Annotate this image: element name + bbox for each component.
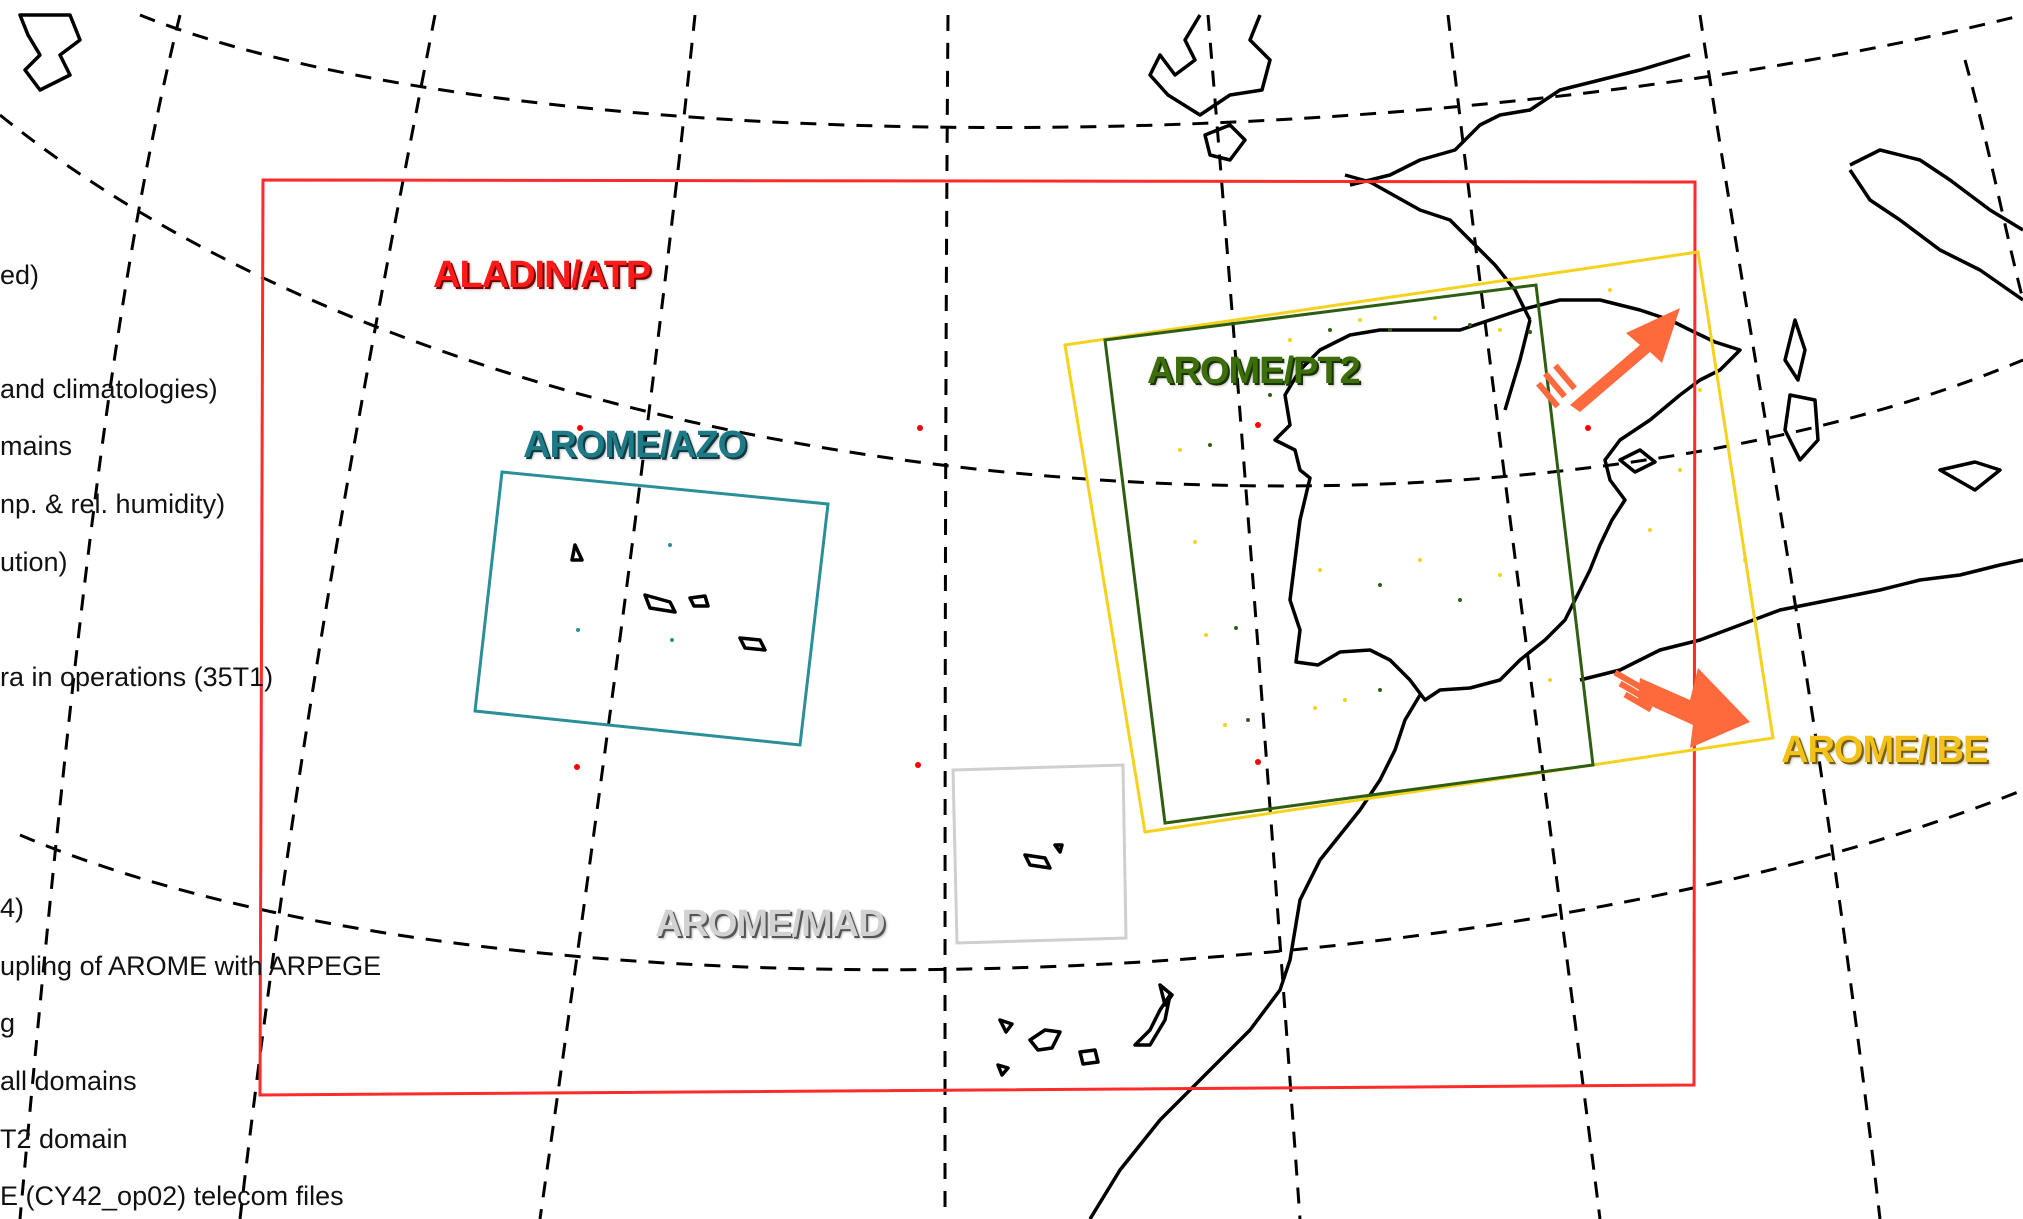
azores-island <box>570 543 584 562</box>
iceland-coast <box>18 13 82 92</box>
parallel-line <box>139 13 2023 129</box>
ibe-domain-label: AROME/IBE <box>1781 729 1988 771</box>
azo-domain-label: AROME/AZO <box>523 424 747 466</box>
meridian-line <box>18 14 182 1219</box>
bay-of-biscay-coast <box>1503 319 1532 411</box>
ibe-domain-box <box>1063 250 1775 834</box>
mad-domain-box <box>951 763 1128 945</box>
atp-domain-box <box>258 178 1697 1097</box>
meridian-line <box>1446 14 1602 1219</box>
africa-north-coast <box>1579 558 2023 682</box>
canary-island <box>1078 1048 1100 1066</box>
side-text-line: mains <box>0 431 73 461</box>
iberia-coast <box>1273 298 1742 702</box>
side-text-line: T2 domain <box>0 1124 128 1154</box>
meridian-line <box>1963 59 2023 301</box>
graticule <box>0 13 2023 1219</box>
british-isles-coast <box>1148 14 1272 117</box>
azores-island <box>688 594 710 608</box>
azores-island <box>738 636 767 652</box>
station-dots <box>574 288 1757 770</box>
parallel-line <box>19 788 2023 972</box>
parallel-line <box>0 113 2023 488</box>
balearic-islands <box>1618 448 1657 474</box>
side-text-line: ed) <box>0 260 40 290</box>
azo-domain-box <box>473 470 830 747</box>
corsica-coast <box>1783 318 1807 382</box>
side-text-line: and climatologies) <box>0 374 218 404</box>
meridian-line <box>238 14 437 1219</box>
mad-domain-label: AROME/MAD <box>655 903 886 945</box>
domain-boxes <box>258 178 1775 1097</box>
expand-east-arrow <box>1613 668 1750 748</box>
pt2-domain-label: AROME/PT2 <box>1147 350 1361 392</box>
sicily-coast <box>1938 460 2002 492</box>
meridian-line <box>1206 14 1302 1219</box>
side-text-line: np. & rel. humidity) <box>0 489 226 519</box>
italy-coast <box>1848 169 2023 302</box>
side-text-line: 4) <box>0 893 25 923</box>
side-text-line: all domains <box>0 1066 137 1096</box>
expand-northeast-arrow <box>1536 308 1680 412</box>
brittany-coast <box>1344 173 1532 321</box>
africa-west-coast <box>1088 694 1422 1219</box>
canary-island <box>1028 1028 1062 1052</box>
side-text-line: g <box>0 1008 16 1038</box>
coastlines <box>18 13 2023 1219</box>
italy-coast-inner <box>1849 148 2023 232</box>
side-text-line: E (CY42_op02) telecom files <box>0 1181 344 1211</box>
canary-island <box>998 1018 1014 1034</box>
meridian-line <box>1698 14 1882 1219</box>
side-text-line: upling of AROME with ARPEGE <box>0 951 382 981</box>
meridian-line <box>943 14 950 1219</box>
side-text-line: ution) <box>0 547 68 577</box>
azores-island <box>643 593 677 614</box>
france-coast <box>1349 53 1691 187</box>
meridian-line <box>538 14 697 1219</box>
atp-domain-label: ALADIN/ATP <box>433 254 651 296</box>
madeira-island <box>1053 843 1064 854</box>
madeira-island <box>1023 853 1052 870</box>
canary-island <box>996 1063 1010 1077</box>
sardinia-coast <box>1783 393 1820 462</box>
side-text-line: ra in operations (35T1) <box>0 662 274 692</box>
canary-island <box>1158 983 1174 1007</box>
ireland-coast <box>1203 123 1247 162</box>
pt2-domain-box <box>1103 283 1595 825</box>
